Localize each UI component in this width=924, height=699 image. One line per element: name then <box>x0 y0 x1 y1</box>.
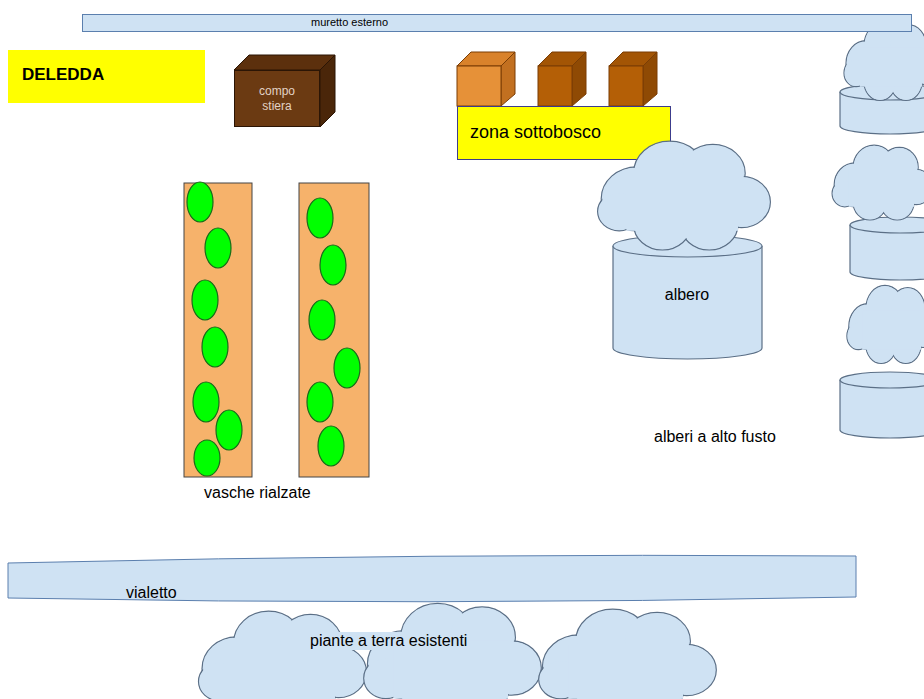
beds-label: vasche rialzate <box>202 484 313 502</box>
path-band: vialetto <box>8 550 858 608</box>
existing-plants: piante a terra esistenti <box>195 598 720 699</box>
compost-bin: compo stiera <box>234 70 320 127</box>
tree-outline <box>592 138 774 360</box>
tree: albero <box>592 138 774 360</box>
undergrowth-area: zona sottobosco <box>457 106 671 160</box>
area-label: albero <box>665 286 709 304</box>
area-label: muretto esterno <box>311 15 388 30</box>
area-label: zona sottobosco <box>470 122 601 143</box>
school-name-box: DELEDDA <box>8 50 205 103</box>
area-label: DELEDDA <box>22 65 104 85</box>
area-label: compo stiera <box>254 84 300 114</box>
wall-band: muretto esterno <box>82 14 912 32</box>
area-label: vialetto <box>126 584 177 602</box>
area-label: piante a terra esistenti <box>307 632 470 650</box>
tall-trees-label: alberi a alto fusto <box>652 428 778 446</box>
